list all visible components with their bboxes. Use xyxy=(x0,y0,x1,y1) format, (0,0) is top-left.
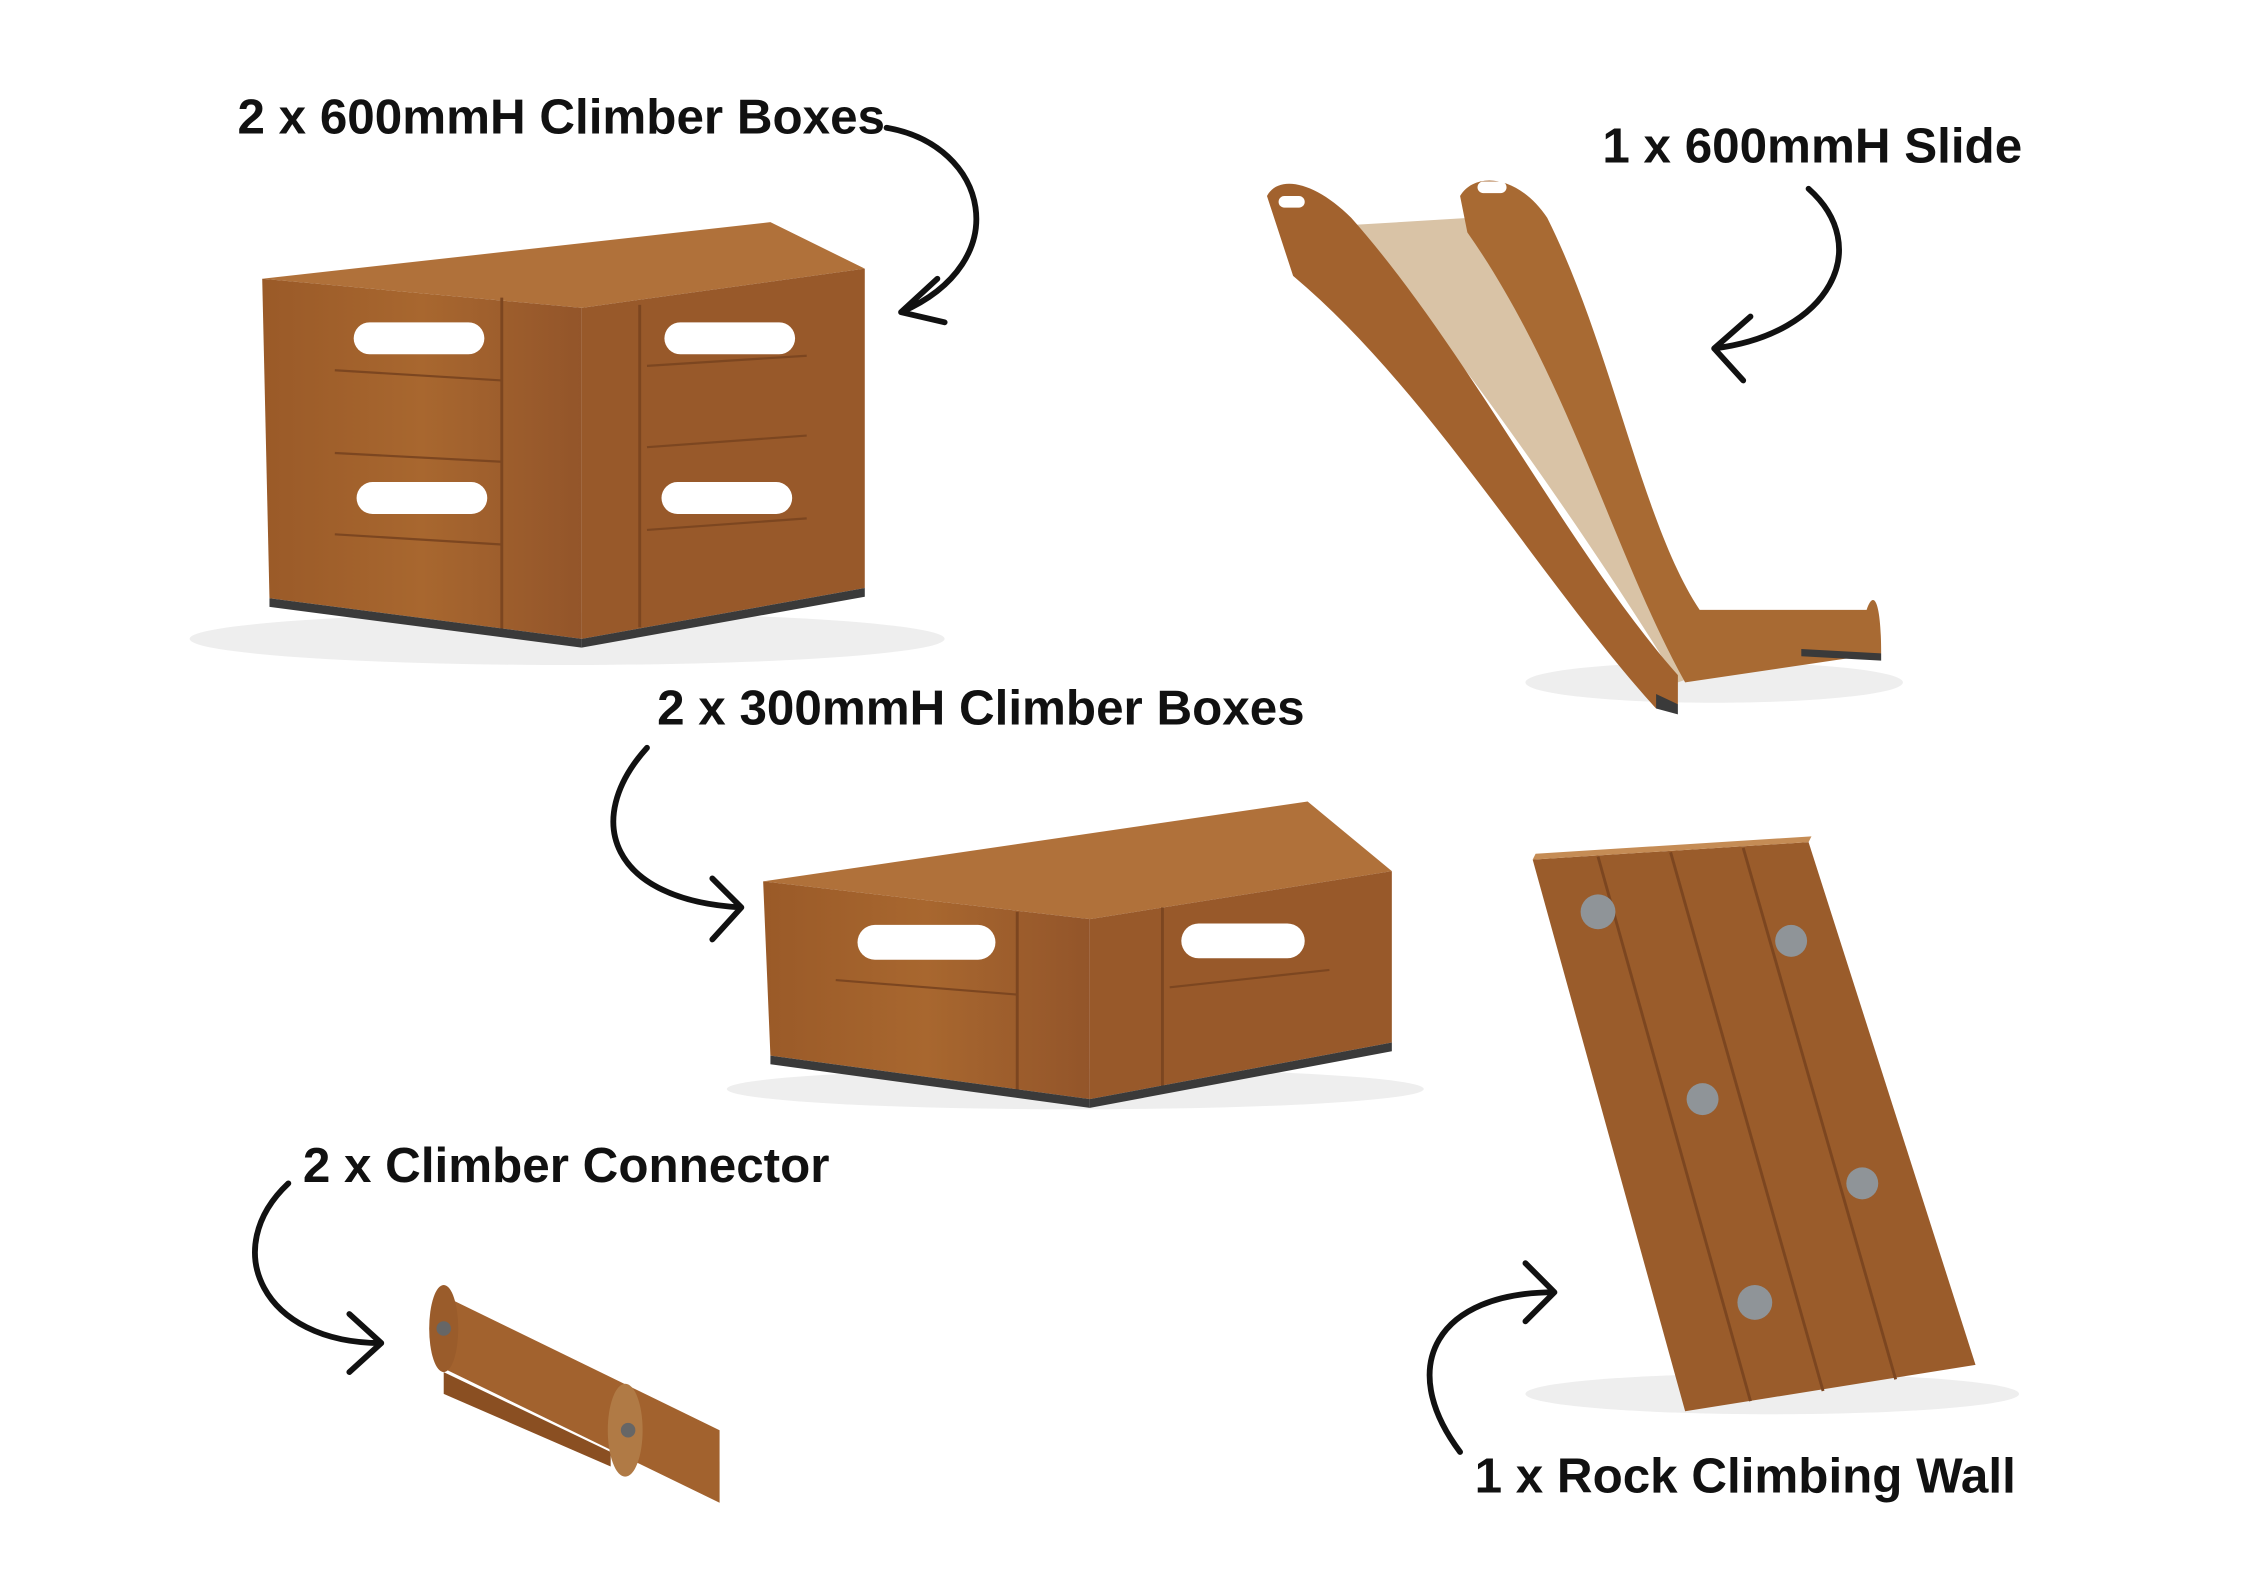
slide-600-illustration xyxy=(1266,180,1903,715)
hand-hole xyxy=(353,322,485,355)
label-climber-connector: 2 x Climber Connector xyxy=(303,1138,830,1193)
arrow-to-connector xyxy=(252,1180,385,1376)
climbing-holds xyxy=(1580,894,1879,1320)
arrow-to-600-boxes xyxy=(883,124,980,326)
rock-climbing-wall-illustration xyxy=(1525,836,2020,1415)
hand-hole xyxy=(664,322,796,355)
hand-hole xyxy=(857,924,996,960)
hand-hole xyxy=(356,482,488,514)
label-rock-climbing-wall: 1 x Rock Climbing Wall xyxy=(1475,1449,2016,1504)
label-600mm-slide: 1 x 600mmH Slide xyxy=(1602,119,2022,174)
arrow-to-rock-wall xyxy=(1426,1260,1558,1455)
climber-box-300-illustration xyxy=(726,801,1424,1110)
hand-hole xyxy=(1181,923,1305,959)
arrow-to-300-boxes xyxy=(610,744,745,943)
climber-connector-illustration xyxy=(429,1284,720,1503)
label-600mm-climber-boxes: 2 x 600mmH Climber Boxes xyxy=(238,90,885,145)
label-300mm-climber-boxes: 2 x 300mmH Climber Boxes xyxy=(657,681,1304,736)
arrows xyxy=(252,124,1842,1455)
arrow-to-slide xyxy=(1711,185,1842,384)
hand-hole xyxy=(661,482,793,514)
climber-box-600-illustration xyxy=(189,222,945,666)
